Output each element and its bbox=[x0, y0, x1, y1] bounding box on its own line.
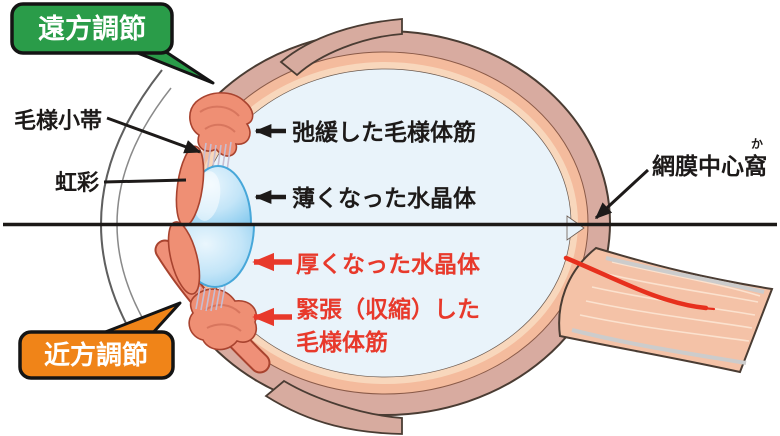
fovea-label: 網膜中心窩 bbox=[652, 153, 767, 179]
zonule-label: 毛様小帯 bbox=[14, 108, 102, 133]
tense-muscle-label-line2: 毛様体筋 bbox=[296, 329, 388, 355]
zonule-fibers-lower bbox=[195, 285, 226, 312]
zonule-arrow bbox=[106, 116, 202, 154]
iris-lower bbox=[167, 221, 201, 295]
thin-lens-label: 薄くなった水晶体 bbox=[292, 185, 477, 211]
fovea-arrow bbox=[594, 168, 650, 220]
ciliary-muscle-tense-body bbox=[188, 288, 257, 351]
near-bubble-label: 近方調節 bbox=[44, 340, 148, 370]
superior-muscle-flap bbox=[279, 18, 403, 77]
fovea-furigana: か bbox=[751, 137, 763, 151]
ciliary-muscle-tense-shading bbox=[204, 304, 242, 332]
optic-nerve-sheath bbox=[571, 256, 765, 365]
tense-muscle-label-line1: 緊張（収縮）した bbox=[296, 296, 480, 322]
near-bubble-box bbox=[18, 330, 175, 380]
retinal-artery-tip bbox=[666, 298, 716, 311]
far-bubble-label: 遠方調節 bbox=[38, 13, 146, 44]
iris-label: 虹彩 bbox=[55, 170, 99, 195]
near-accommodation-bubble: 近方調節 bbox=[18, 301, 182, 380]
iris-pointer-line bbox=[103, 178, 187, 184]
thick-lens-label: 厚くなった水晶体 bbox=[296, 251, 481, 277]
optic-nerve bbox=[558, 246, 774, 374]
fovea-notch bbox=[566, 215, 585, 241]
annotations: 毛様小帯 虹彩 弛緩した毛様体筋 薄くなった水晶体 厚くなった水晶体 緊張（収縮… bbox=[14, 108, 767, 355]
far-bubble-box bbox=[10, 2, 174, 55]
ciliary-muscle-relaxed-shading bbox=[199, 105, 240, 133]
eyeball bbox=[100, 18, 774, 435]
far-accommodation-bubble: 遠方調節 bbox=[10, 2, 215, 85]
relaxed-muscle-label: 弛緩した毛様体筋 bbox=[292, 119, 476, 145]
inferior-muscle-flap bbox=[264, 379, 403, 435]
ciliary-muscle-relaxed bbox=[189, 92, 254, 157]
